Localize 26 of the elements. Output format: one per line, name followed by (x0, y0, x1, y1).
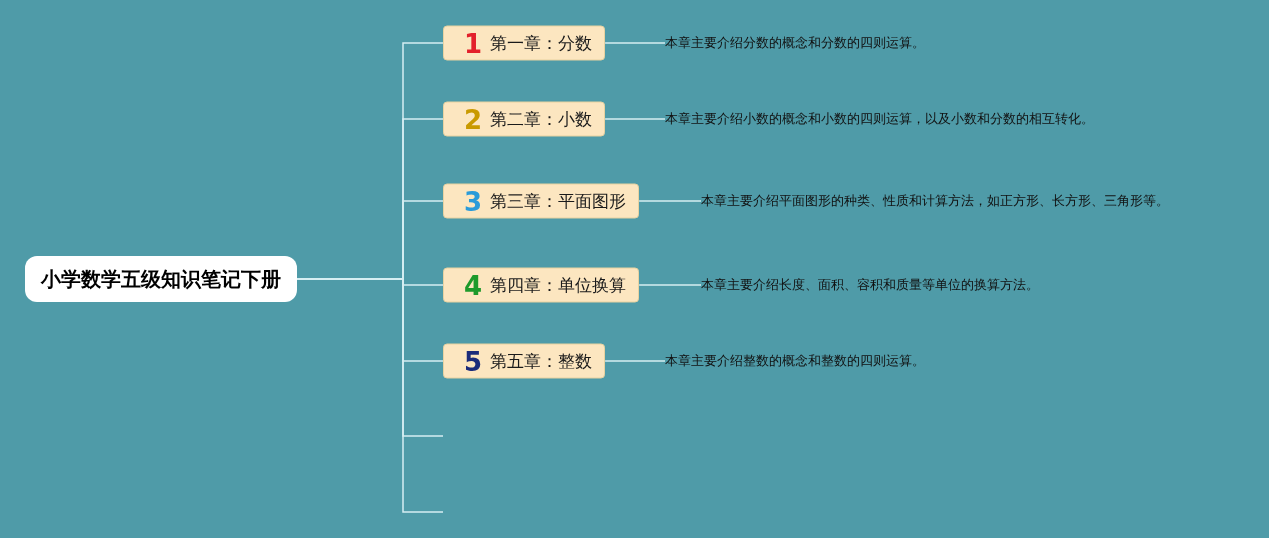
root-topic-box: 小学数学五级知识笔记下册 (25, 256, 297, 302)
connector-line (604, 42, 666, 44)
chapter-number: 4 (464, 272, 483, 298)
description-text: 本章主要介绍平面图形的种类、性质和计算方法，如正方形、长方形、三角形等。 (701, 191, 1171, 211)
chapter-box (443, 101, 606, 137)
description-text: 本章主要介绍小数的概念和小数的四则运算，以及小数和分数的相互转化。 (665, 109, 1094, 129)
description-text: 本章主要介绍长度、面积、容积和质量等单位的换算方法。 (701, 275, 1039, 295)
chapter-title: 第三章：平面图形 (490, 189, 627, 213)
chapter-title: 第四章：单位换算 (490, 273, 627, 297)
chapter-title: 第二章：小数 (490, 107, 593, 131)
chapter-box (443, 25, 606, 61)
description-text: 本章主要介绍分数的概念和分数的四则运算。 (665, 33, 925, 53)
connector-line (604, 360, 666, 362)
connector-line (638, 284, 702, 286)
chapter-box (443, 267, 640, 303)
chapter-number: 3 (464, 188, 483, 214)
chapter-box (443, 183, 640, 219)
chapter-box (443, 343, 606, 379)
chapter-number: 1 (464, 30, 483, 56)
connector-line (638, 200, 702, 202)
chapter-number: 2 (464, 106, 483, 132)
chapter-number: 5 (464, 348, 483, 374)
description-text: 本章主要介绍整数的概念和整数的四则运算。 (665, 351, 925, 371)
chapter-title: 第五章：整数 (490, 349, 593, 373)
connector-line (604, 118, 666, 120)
chapter-title: 第一章：分数 (490, 31, 593, 55)
